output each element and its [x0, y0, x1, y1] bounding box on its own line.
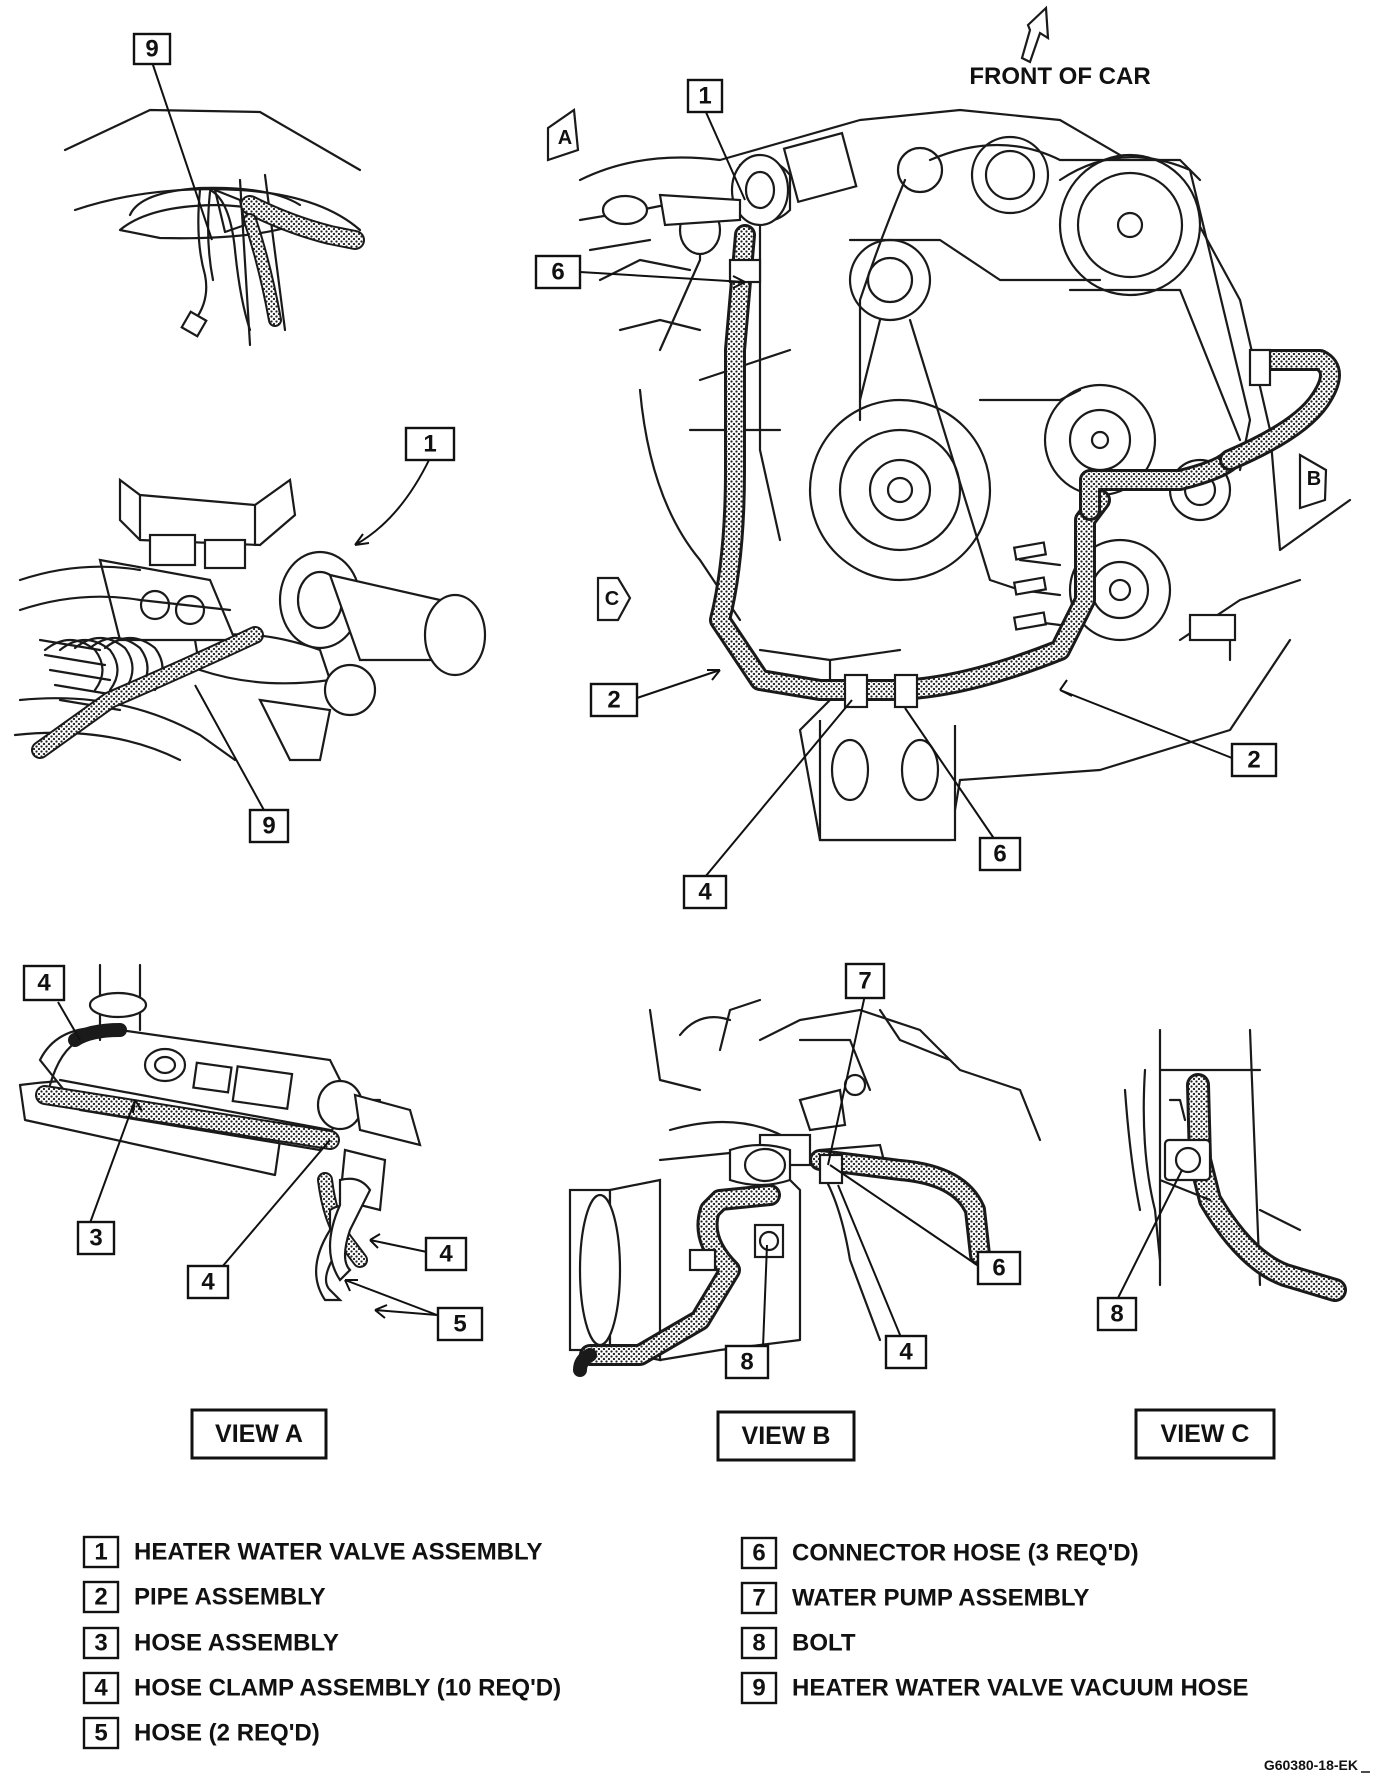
callout-4-viewa-mid-label: 4 — [201, 1269, 215, 1296]
direction-marker-c-label: C — [605, 588, 619, 610]
view-b-label-box: VIEW B — [716, 1410, 856, 1462]
legend-item-text: HOSE (2 REQ'D) — [134, 1720, 320, 1747]
legend-item-text: HEATER WATER VALVE ASSEMBLY — [134, 1539, 542, 1566]
callout-2-main-right-label: 2 — [1247, 747, 1260, 774]
legend-item-text: WATER PUMP ASSEMBLY — [792, 1585, 1089, 1612]
legend-item-number: 9 — [752, 1675, 765, 1702]
figure-code: G60380-18-EK — [1264, 1757, 1358, 1773]
legend-item-text: PIPE ASSEMBLY — [134, 1584, 326, 1611]
legend-item-text: HOSE ASSEMBLY — [134, 1630, 339, 1657]
direction-marker-a-label: A — [558, 127, 572, 149]
legend-item: 8 BOLT — [740, 1626, 856, 1660]
callout-5-viewa: 5 — [436, 1306, 484, 1342]
callout-6-main-lower-label: 6 — [993, 841, 1006, 868]
legend-item-number: 1 — [94, 1539, 107, 1566]
callout-1-left: 1 — [404, 426, 456, 462]
callout-7-viewb: 7 — [844, 962, 886, 1000]
callout-4-main-label: 4 — [698, 879, 712, 906]
callout-6-main-upper: 6 — [534, 254, 582, 290]
legend-item: 1 HEATER WATER VALVE ASSEMBLY — [82, 1535, 542, 1569]
callout-7-viewb-label: 7 — [858, 968, 871, 995]
callout-2-main-left: 2 — [589, 682, 639, 718]
view-a-label: VIEW A — [215, 1420, 303, 1448]
callout-6-main-upper-label: 6 — [551, 259, 564, 286]
callout-4-viewb-label: 4 — [899, 1339, 913, 1366]
vacuum-hose-vignette — [63, 108, 365, 347]
legend-item-number: 8 — [752, 1630, 765, 1657]
callout-5-viewa-label: 5 — [453, 1311, 466, 1338]
legend-item-number: 2 — [94, 1584, 107, 1611]
callout-6-viewb: 6 — [976, 1250, 1022, 1286]
callout-8-viewc: 8 — [1096, 1296, 1138, 1332]
leader-lines — [57, 61, 1233, 1348]
front-of-car-label: FRONT OF CAR — [969, 63, 1150, 90]
callout-2-main-right: 2 — [1230, 742, 1278, 778]
legend-item-number: 4 — [94, 1675, 108, 1702]
callout-2-main-left-label: 2 — [607, 687, 620, 714]
legend-item: 4 HOSE CLAMP ASSEMBLY (10 REQ'D) — [82, 1671, 561, 1705]
legend: 1 HEATER WATER VALVE ASSEMBLY 2 PIPE ASS… — [82, 1535, 1248, 1750]
legend-item-text: BOLT — [792, 1630, 856, 1657]
callout-4-viewa-top: 4 — [22, 964, 66, 1002]
callout-8-viewb-label: 8 — [740, 1349, 753, 1376]
callout-1-left-label: 1 — [423, 431, 436, 458]
callout-4-viewa-mid: 4 — [186, 1264, 230, 1300]
legend-item-number: 3 — [94, 1630, 107, 1657]
view-c-illustration — [1123, 1028, 1347, 1302]
callout-9-top-label: 9 — [145, 36, 158, 63]
front-arrow — [1020, 5, 1050, 64]
callout-1-main-label: 1 — [698, 83, 711, 110]
direction-marker-b: B — [1298, 453, 1328, 510]
view-c-label-box: VIEW C — [1134, 1408, 1276, 1460]
callout-4-viewa-right: 4 — [424, 1236, 468, 1272]
engine-main-view — [578, 108, 1352, 842]
view-a-illustration — [18, 963, 422, 1302]
legend-item: 7 WATER PUMP ASSEMBLY — [740, 1581, 1089, 1615]
direction-marker-a: A — [546, 108, 580, 162]
callout-4-main: 4 — [682, 874, 728, 910]
callout-3-viewa: 3 — [76, 1220, 116, 1256]
legend-item-text: HOSE CLAMP ASSEMBLY (10 REQ'D) — [134, 1675, 561, 1702]
view-a-label-box: VIEW A — [190, 1408, 328, 1460]
callout-1-main: 1 — [686, 78, 724, 114]
direction-marker-b-label: B — [1307, 468, 1321, 490]
legend-item-text: HEATER WATER VALVE VACUUM HOSE — [792, 1675, 1248, 1702]
callout-6-viewb-label: 6 — [992, 1255, 1005, 1282]
callout-3-viewa-label: 3 — [89, 1225, 102, 1252]
legend-item-number: 5 — [94, 1720, 107, 1747]
legend-item-number: 7 — [752, 1585, 765, 1612]
view-c-label: VIEW C — [1161, 1420, 1250, 1448]
legend-item: 5 HOSE (2 REQ'D) — [82, 1716, 320, 1750]
legend-item-number: 6 — [752, 1540, 765, 1567]
callout-9-left: 9 — [248, 808, 290, 844]
callout-9-top: 9 — [132, 32, 172, 66]
valve-assembly-vignette — [13, 477, 487, 762]
callout-4-viewa-right-label: 4 — [439, 1241, 453, 1268]
legend-item: 6 CONNECTOR HOSE (3 REQ'D) — [740, 1536, 1139, 1570]
legend-item: 3 HOSE ASSEMBLY — [82, 1626, 339, 1660]
legend-item-text: CONNECTOR HOSE (3 REQ'D) — [792, 1540, 1139, 1567]
callout-8-viewc-label: 8 — [1110, 1301, 1123, 1328]
legend-item: 9 HEATER WATER VALVE VACUUM HOSE — [740, 1671, 1248, 1705]
callout-8-viewb: 8 — [724, 1344, 770, 1380]
callout-9-left-label: 9 — [262, 813, 275, 840]
direction-marker-c: C — [596, 576, 632, 622]
callout-4-viewb: 4 — [884, 1334, 928, 1370]
legend-item: 2 PIPE ASSEMBLY — [82, 1580, 326, 1614]
view-b-label: VIEW B — [742, 1422, 831, 1450]
callout-4-viewa-top-label: 4 — [37, 970, 51, 997]
callout-6-main-lower: 6 — [978, 836, 1022, 872]
view-b-illustration — [568, 998, 1042, 1377]
